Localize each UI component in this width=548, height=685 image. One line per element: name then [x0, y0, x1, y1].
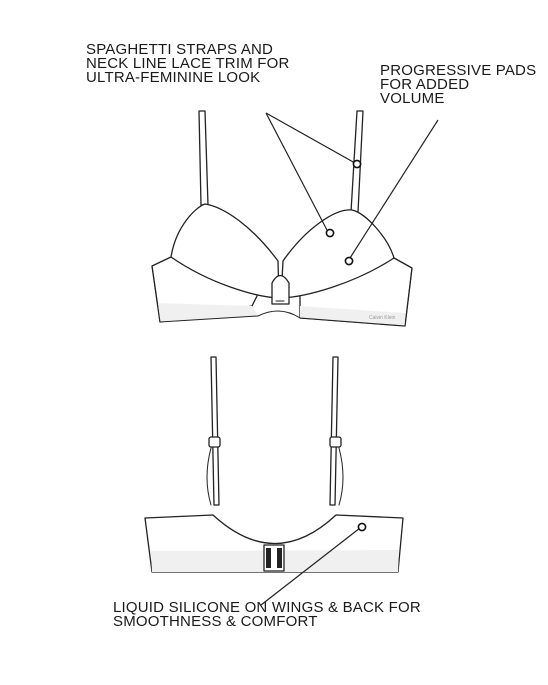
front-left-strap — [198, 110, 209, 206]
silicone-marker — [357, 522, 367, 532]
callout-line: ULTRA-FEMININE LOOK — [86, 69, 261, 86]
callout-line: SPAGHETTI STRAPS AND — [86, 41, 274, 58]
callout-line: VOLUME — [380, 90, 445, 107]
strap-marker — [352, 159, 362, 169]
front-view: Calvin Klein — [151, 110, 413, 327]
hook-eye-closure — [263, 544, 285, 572]
straps-lace-callout: SPAGHETTI STRAPS AND NECK LINE LACE TRIM… — [86, 41, 290, 86]
callout-line: LIQUID SILICONE ON WINGS & BACK FOR — [113, 599, 421, 616]
front-brand-mark: Calvin Klein — [369, 315, 396, 321]
callout-line: SMOOTHNESS & COMFORT — [113, 613, 318, 630]
callout-line: PROGRESSIVE PADS — [380, 62, 537, 79]
pad-marker — [344, 256, 354, 266]
callout-markers — [325, 159, 367, 532]
progressive-pads-callout: PROGRESSIVE PADS FOR ADDED VOLUME — [380, 62, 537, 107]
front-left-cup — [170, 203, 280, 299]
callout-line: FOR ADDED — [380, 76, 470, 93]
leader-lines — [260, 112, 439, 606]
back-view — [144, 356, 404, 573]
back-left-strap — [206, 356, 221, 506]
callout-line: NECK LINE LACE TRIM FOR — [86, 55, 290, 72]
lace-marker — [325, 228, 335, 238]
back-right-strap — [329, 356, 344, 506]
liquid-silicone-callout: LIQUID SILICONE ON WINGS & BACK FOR SMOO… — [113, 599, 421, 630]
